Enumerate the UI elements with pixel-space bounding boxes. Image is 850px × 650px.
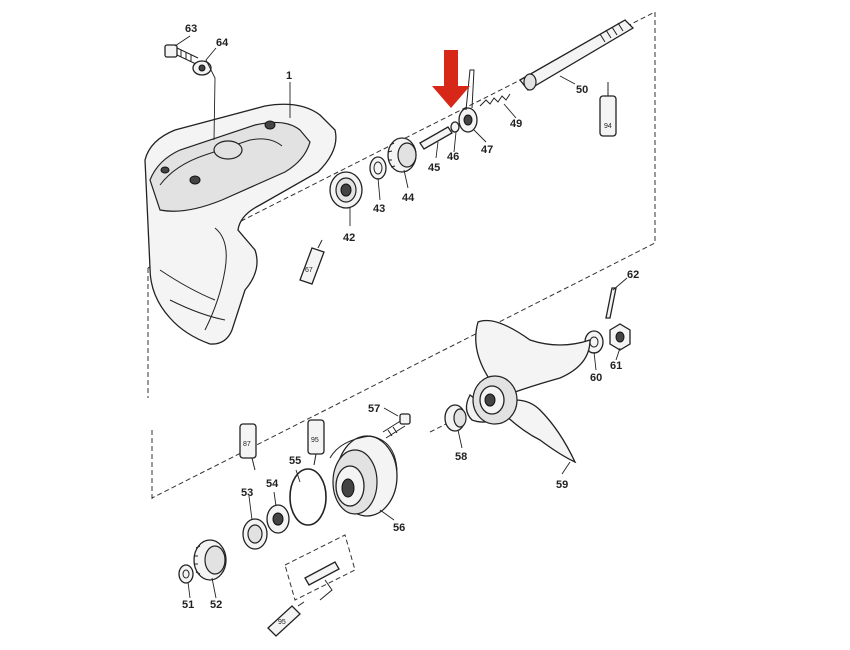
label-51: 51 bbox=[182, 599, 194, 611]
label-52: 52 bbox=[210, 599, 222, 611]
propeller-nut bbox=[609, 323, 631, 351]
thrust-washer bbox=[429, 404, 467, 433]
bearing-carrier bbox=[329, 435, 398, 517]
svg-text:94: 94 bbox=[604, 123, 612, 130]
label-50: 50 bbox=[576, 84, 588, 96]
dog-clutch bbox=[458, 69, 478, 133]
carrier-o-ring bbox=[289, 468, 327, 526]
label-49: 49 bbox=[510, 118, 522, 130]
label-58: 58 bbox=[455, 451, 467, 463]
label-60: 60 bbox=[590, 372, 602, 384]
pointer-arrow bbox=[432, 50, 470, 108]
part-labels: 1 63 64 42 43 44 45 46 47 49 50 62 61 60… bbox=[182, 23, 639, 611]
label-1: 1 bbox=[286, 70, 292, 82]
lube-tube-94: 94 bbox=[599, 82, 617, 137]
reverse-gear bbox=[193, 539, 227, 581]
clutch-ring bbox=[450, 121, 460, 133]
svg-text:67: 67 bbox=[305, 267, 313, 274]
svg-text:87: 87 bbox=[243, 441, 251, 448]
label-63: 63 bbox=[185, 23, 197, 35]
label-59: 59 bbox=[556, 479, 568, 491]
leader-lines bbox=[174, 35, 628, 599]
label-64: 64 bbox=[216, 37, 229, 49]
gear-bearing bbox=[242, 518, 268, 550]
housing-washer bbox=[192, 60, 212, 76]
propeller bbox=[465, 319, 591, 464]
reverse-bearing bbox=[266, 504, 290, 534]
lube-tube-95: 95 bbox=[307, 419, 325, 466]
propeller-shaft bbox=[519, 19, 635, 91]
label-53: 53 bbox=[241, 487, 253, 499]
lube-tube-67: 67 bbox=[299, 239, 325, 285]
label-43: 43 bbox=[373, 203, 385, 215]
label-44: 44 bbox=[402, 192, 415, 204]
label-55: 55 bbox=[289, 455, 301, 467]
label-61: 61 bbox=[610, 360, 622, 372]
label-47: 47 bbox=[481, 144, 493, 156]
label-62: 62 bbox=[627, 269, 639, 281]
label-57: 57 bbox=[368, 403, 380, 415]
carrier-bolt bbox=[382, 413, 411, 439]
label-54: 54 bbox=[266, 478, 279, 490]
lube-tube-87: 87 bbox=[239, 423, 257, 471]
label-42: 42 bbox=[343, 232, 355, 244]
label-46: 46 bbox=[447, 151, 459, 163]
label-45: 45 bbox=[428, 162, 440, 174]
forward-bearing bbox=[329, 171, 363, 209]
gear-housing bbox=[144, 103, 337, 345]
housing-bolt bbox=[164, 44, 199, 65]
svg-text:95: 95 bbox=[278, 619, 286, 626]
cam-shaft bbox=[419, 126, 453, 150]
shift-detail-box bbox=[284, 534, 356, 601]
svg-text:95: 95 bbox=[311, 437, 319, 444]
forward-gear bbox=[387, 137, 417, 173]
lube-tube-95-lower: 95 bbox=[267, 601, 305, 637]
shim-ring bbox=[369, 156, 387, 180]
clutch-spring bbox=[479, 93, 511, 107]
gear-shim bbox=[178, 564, 194, 584]
label-56: 56 bbox=[393, 522, 405, 534]
cotter-pin bbox=[605, 287, 617, 319]
